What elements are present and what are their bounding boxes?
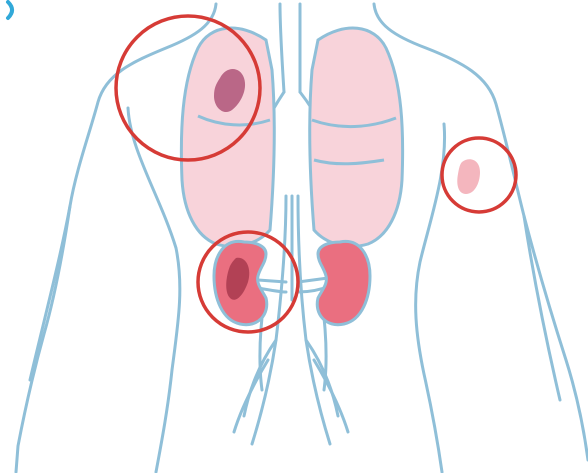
corner-accent bbox=[8, 2, 12, 18]
right-kidney bbox=[317, 241, 370, 324]
body-outline bbox=[16, 4, 588, 472]
arm-lesion bbox=[457, 159, 480, 194]
right-lung bbox=[310, 28, 403, 246]
left-lung bbox=[181, 28, 274, 246]
